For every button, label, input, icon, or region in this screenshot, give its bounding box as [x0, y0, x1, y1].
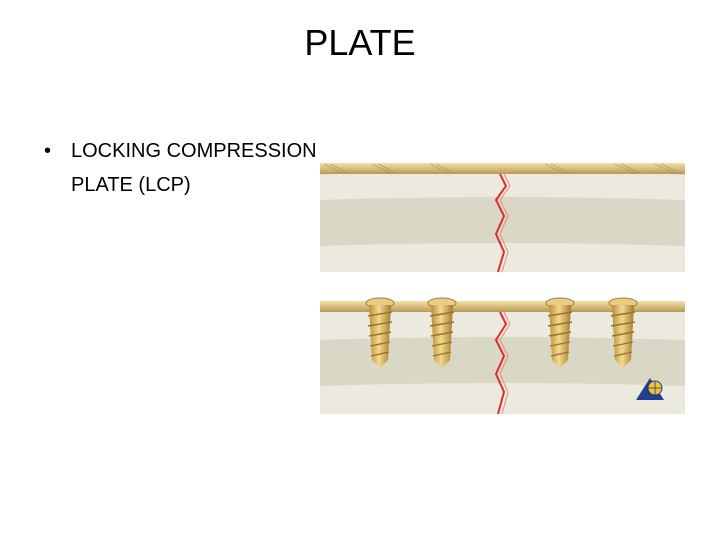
locking-screw	[427, 297, 457, 368]
locking-screw	[545, 297, 575, 368]
slide-title: PLATE	[304, 22, 416, 63]
bullet-item: • LOCKING COMPRESSION PLATE (LCP)	[44, 134, 371, 202]
locking-screw	[608, 297, 638, 368]
ao-logo-icon	[636, 378, 664, 400]
panel-plate-with-screws	[320, 297, 685, 415]
bullet-marker: •	[44, 140, 52, 162]
panel-plate-only	[320, 163, 685, 273]
bullet-text: LOCKING COMPRESSION PLATE (LCP)	[71, 134, 371, 202]
bullet-text-line-1: LOCKING COMPRESSION	[71, 140, 317, 162]
fracture-line-bottom	[494, 311, 508, 415]
plate-top	[320, 163, 685, 174]
bullet-text-line-2: PLATE (LCP)	[71, 174, 191, 196]
locking-screw	[365, 297, 395, 368]
plate-bottom	[320, 301, 685, 312]
fracture-line-top	[494, 173, 508, 273]
lcp-illustration	[320, 163, 685, 415]
